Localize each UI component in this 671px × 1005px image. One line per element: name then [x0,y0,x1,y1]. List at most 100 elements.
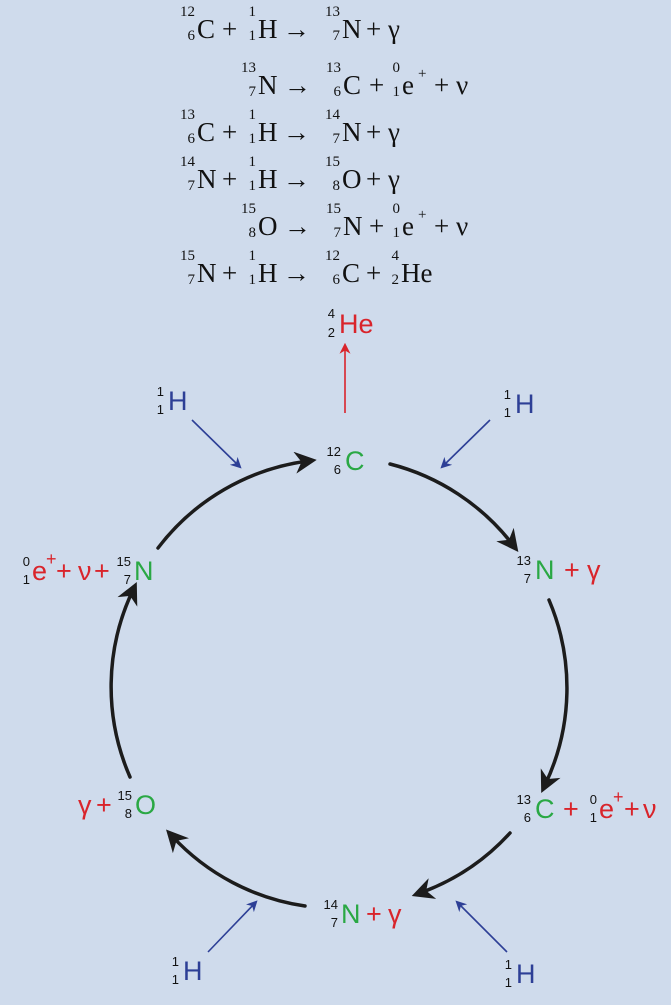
element-symbol: N [197,258,217,288]
plus-sign: + [56,556,72,586]
atomic-number: 1 [590,810,597,825]
element-symbol: N [258,70,278,100]
element-symbol: H [258,164,278,194]
plus-sign: + [563,794,579,824]
mass-number: 14 [324,897,338,912]
element-symbol: O [258,211,278,241]
element-symbol: He [401,258,432,288]
element-symbol: C [197,14,215,44]
atomic-number: 2 [392,272,400,288]
atomic-number: 8 [333,178,341,194]
element-symbol: C [343,70,361,100]
atomic-number: 1 [249,131,257,147]
atomic-number: 1 [393,225,401,241]
atomic-number: 7 [188,272,196,288]
mass-number: 12 [327,444,341,459]
plus-sign: + [96,790,112,820]
plus-sign: + [366,164,381,194]
mass-number: 1 [249,4,257,20]
atomic-number: 7 [524,571,531,586]
nitrogen-15-label: 0 1 e + + ν + 15 7 N [23,549,154,587]
plus-sign: + [369,70,384,100]
mass-number: 0 [590,792,597,807]
atomic-number: 7 [188,178,196,194]
atomic-number: 6 [334,84,342,100]
atomic-number: 6 [188,131,196,147]
atomic-number: 1 [504,405,511,420]
cycle-arrows [109,451,569,908]
arc-n15-to-c12 [156,451,317,550]
hydrogen-label-bottom-left: 1 1 H [172,954,203,987]
arc-c13-to-n14 [411,831,512,899]
element-symbol: N [134,556,154,586]
gamma-ray: γ [387,117,400,147]
arc-o15-to-n15 [109,582,138,779]
mass-number: 13 [241,60,256,76]
h-arrow-top-right [440,419,491,469]
atomic-number: 1 [393,84,401,100]
mass-number: 0 [23,554,30,569]
positron-symbol: e [402,211,414,241]
h-arrow-bottom-left [207,900,258,953]
atomic-number: 1 [172,972,179,987]
mass-number: 12 [325,248,340,264]
plus-sign: + [366,14,381,44]
mass-number: 1 [172,954,179,969]
element-symbol: N [535,555,555,585]
nitrogen-13-label: 13 7 N + γ [517,553,601,586]
h-arrow-bottom-right [455,900,508,953]
mass-number: 15 [241,201,256,217]
hydrogen-label-bottom-right: 1 1 H [505,957,536,990]
gamma-ray: γ [388,899,402,929]
atomic-number: 1 [249,28,257,44]
mass-number: 13 [325,4,340,20]
positron-symbol: e [599,794,614,824]
mass-number: 4 [328,306,335,321]
mass-number: 12 [180,4,195,20]
element-symbol: H [515,389,535,419]
atomic-number: 6 [333,272,341,288]
mass-number: 13 [517,792,531,807]
element-symbol: C [342,258,360,288]
neutrino: ν [456,70,468,100]
atomic-number: 1 [23,572,30,587]
gamma-ray: γ [587,555,601,585]
mass-number: 1 [249,107,257,123]
mass-number: 0 [393,60,401,76]
reaction-arrow: → [284,70,311,100]
element-symbol: C [535,794,555,824]
gamma-ray: γ [387,164,400,194]
positron-symbol: e [32,556,47,586]
carbon-13-label: 13 6 C + 0 1 e + + ν [517,787,657,825]
element-symbol: N [342,14,362,44]
mass-number: 15 [325,154,340,170]
equations: 12 6 C + 1 1 H → 13 7 N + γ 13 7 N → 13 … [180,4,468,288]
element-symbol: C [197,117,215,147]
equation-3: 13 6 C + 1 1 H → 14 7 N + γ [180,107,400,147]
element-symbol: O [342,164,362,194]
arc-c12-to-n13 [388,462,519,552]
hydrogen-label-top-left: 1 1 H [157,384,188,417]
plus-sign: + [366,899,382,929]
neutrino: ν [643,794,657,824]
mass-number: 15 [118,788,132,803]
reaction-arrow: → [283,258,310,288]
atomic-number: 7 [331,915,338,930]
plus-sign: + [94,556,110,586]
mass-number: 15 [117,554,131,569]
atomic-number: 7 [333,28,341,44]
mass-number: 13 [180,107,195,123]
hydrogen-arrows [191,419,508,953]
element-symbol: O [135,790,156,820]
mass-number: 13 [326,60,341,76]
element-symbol: H [516,959,536,989]
atomic-number: 7 [334,225,342,241]
element-symbol: N [341,899,361,929]
plus-sign: + [624,794,640,824]
plus-sign: + [369,211,384,241]
plus-sign: + [222,164,237,194]
equation-4: 14 7 N + 1 1 H → 15 8 O + γ [180,154,400,194]
mass-number: 1 [504,387,511,402]
mass-number: 1 [249,154,257,170]
plus-sign: + [222,258,237,288]
